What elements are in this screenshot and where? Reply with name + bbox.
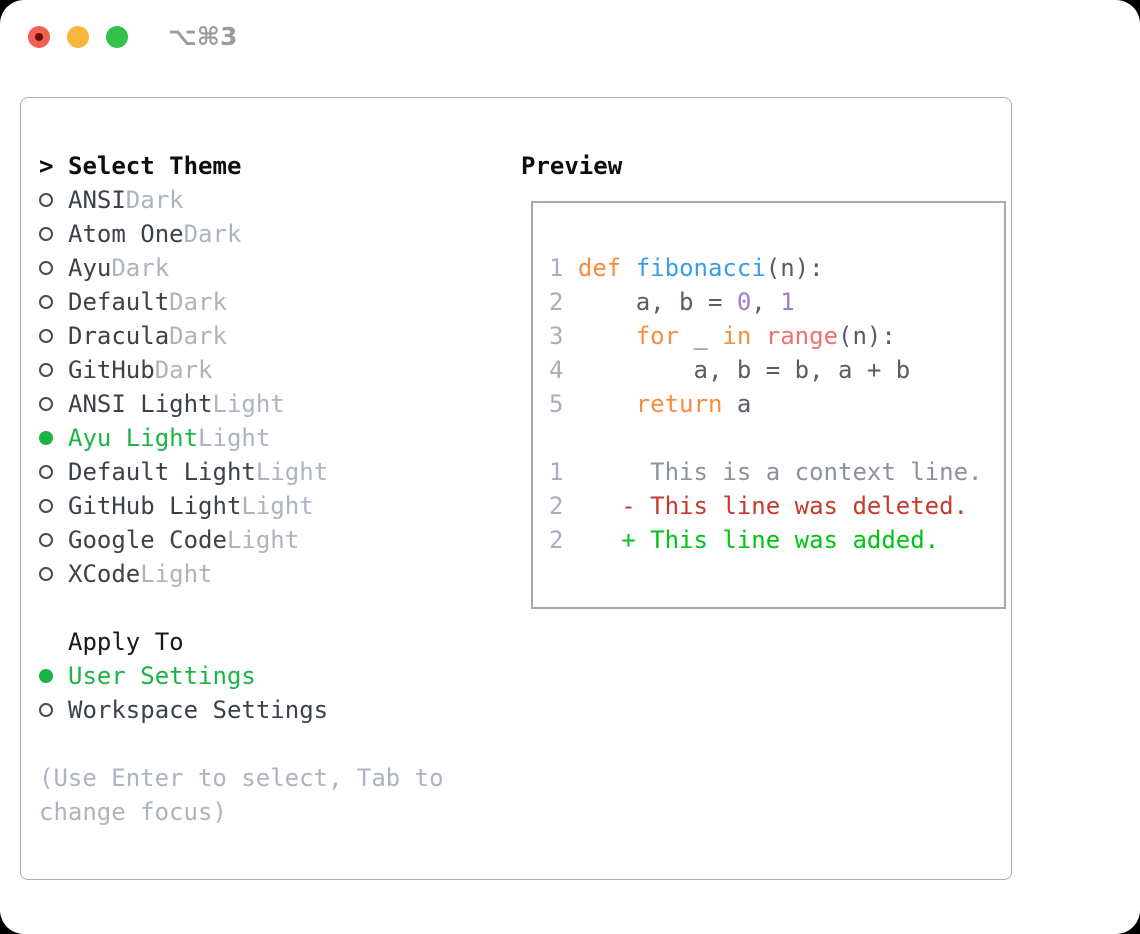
theme-name: ANSI Light <box>68 390 213 418</box>
theme-variant: Dark <box>183 220 242 248</box>
apply-to-header: Apply To <box>39 625 444 659</box>
line-number: 1 <box>549 458 564 486</box>
theme-variant: Dark <box>125 186 184 214</box>
theme-variant: Light <box>255 458 329 486</box>
apply-to-title: Apply To <box>68 628 184 656</box>
code-line: 1 This is a context line. <box>549 458 983 486</box>
code-line: 2 + This line was added. <box>549 526 940 554</box>
code-line: 3 for _ in range(n): <box>549 322 896 350</box>
radio-icon <box>39 295 53 309</box>
radio-selected-icon <box>39 669 53 683</box>
theme-name: Default <box>68 288 170 316</box>
theme-name: GitHub Light <box>68 492 242 520</box>
theme-name: XCode <box>68 560 141 588</box>
cursor-icon: > <box>39 152 54 180</box>
radio-icon <box>39 193 53 207</box>
preview-code: 1 def fibonacci(n): 2 a, b = 0, 1 3 for _ … <box>533 203 1004 557</box>
zoom-button[interactable] <box>106 26 128 48</box>
theme-variant: Dark <box>169 322 227 350</box>
theme-variant: Light <box>140 560 213 588</box>
code-line <box>549 421 1004 455</box>
preview-box: 1 def fibonacci(n): 2 a, b = 0, 1 3 for _ … <box>531 201 1006 609</box>
radio-icon <box>39 533 53 547</box>
radio-icon <box>39 363 53 377</box>
radio-icon <box>39 397 53 411</box>
line-number: 4 <box>549 356 564 384</box>
apply-option-label: User Settings <box>68 662 256 690</box>
theme-name: Ayu Light <box>68 424 199 452</box>
select-theme-title: Select Theme <box>68 152 242 180</box>
minimize-button[interactable] <box>67 26 89 48</box>
theme-name: Google Code <box>68 526 227 554</box>
radio-selected-icon <box>39 431 53 445</box>
theme-variant: Light <box>198 424 271 452</box>
radio-icon <box>39 227 53 241</box>
apply-option-label: Workspace Settings <box>68 696 329 724</box>
theme-name: ANSI <box>68 186 126 214</box>
apply-option-workspace-settings[interactable]: Workspace Settings <box>39 693 444 727</box>
spacer <box>39 727 444 761</box>
theme-name: Dracula <box>68 322 170 350</box>
close-button[interactable] <box>28 26 50 48</box>
theme-name: Default Light <box>68 458 256 486</box>
code-line: 5 return a <box>549 390 752 418</box>
code-line: 2 - This line was deleted. <box>549 492 969 520</box>
theme-variant: Dark <box>169 288 227 316</box>
theme-variant: Dark <box>111 254 170 282</box>
theme-variant: Light <box>226 526 300 554</box>
radio-icon <box>39 329 53 343</box>
theme-variant: Light <box>241 492 314 520</box>
line-number: 1 <box>549 254 564 282</box>
code-line: 4 a, b = b, a + b <box>549 356 911 384</box>
radio-icon <box>39 261 53 275</box>
radio-icon <box>39 465 53 479</box>
radio-icon <box>39 567 53 581</box>
titlebar: ⌥⌘3 <box>0 0 1140 75</box>
theme-name: Atom One <box>68 220 184 248</box>
preview-title: Preview <box>521 152 623 180</box>
preview-section: Preview 1 def fibonacci(n): 2 a, b = 0, 1… <box>501 149 1006 609</box>
hint-text-line1: (Use Enter to select, Tab to <box>39 764 444 792</box>
theme-variant: Light <box>212 390 285 418</box>
radio-icon <box>39 703 53 717</box>
theme-variant: Dark <box>154 356 213 384</box>
select-theme-header: > Select Theme <box>39 149 444 183</box>
theme-name: Ayu <box>68 254 112 282</box>
line-number: 3 <box>549 322 564 350</box>
spacer <box>39 591 444 625</box>
line-number: 2 <box>549 492 564 520</box>
window-title: ⌥⌘3 <box>168 22 238 51</box>
line-number: 2 <box>549 288 564 316</box>
hint-text-line2: change focus) <box>39 798 227 826</box>
apply-option-user-settings[interactable]: User Settings <box>39 659 444 693</box>
radio-icon <box>39 499 53 513</box>
theme-name: GitHub <box>68 356 155 384</box>
line-number: 5 <box>549 390 564 418</box>
line-number: 2 <box>549 526 564 554</box>
code-line: 1 def fibonacci(n): <box>549 254 824 282</box>
code-line: 2 a, b = 0, 1 <box>549 288 795 316</box>
